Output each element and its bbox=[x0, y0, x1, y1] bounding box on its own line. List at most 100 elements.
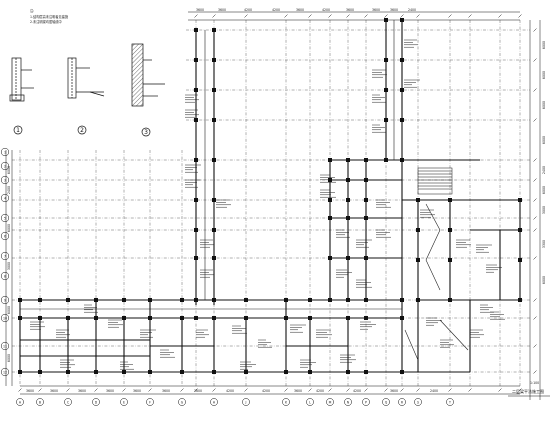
axis-label: 2 bbox=[4, 164, 6, 168]
column bbox=[364, 370, 368, 374]
dim-tick bbox=[533, 216, 537, 220]
dimension-value: 3600 bbox=[78, 389, 86, 393]
axis-label: J bbox=[245, 400, 247, 404]
column bbox=[346, 316, 350, 320]
column bbox=[400, 316, 404, 320]
column bbox=[194, 298, 198, 302]
dimension-value: 2400 bbox=[430, 389, 438, 393]
column bbox=[448, 198, 452, 202]
scale-note: 1:100 bbox=[530, 381, 539, 385]
dimension-value: 6000 bbox=[542, 186, 546, 194]
axis-bubble bbox=[178, 398, 186, 406]
column bbox=[212, 228, 216, 232]
column bbox=[308, 370, 312, 374]
dim-tick bbox=[212, 14, 216, 18]
svg-text:1.结构层高未注明者见建施: 1.结构层高未注明者见建施 bbox=[30, 14, 69, 19]
axis-bubble bbox=[0, 271, 10, 281]
dim-tick bbox=[94, 388, 98, 392]
dimension-value: 3600 bbox=[294, 389, 302, 393]
axis-label: 3 bbox=[4, 178, 6, 182]
column bbox=[212, 118, 216, 122]
column bbox=[384, 158, 388, 162]
dim-tick bbox=[180, 388, 184, 392]
column bbox=[148, 298, 152, 302]
dim-tick bbox=[400, 388, 404, 392]
column bbox=[38, 298, 42, 302]
column bbox=[244, 298, 248, 302]
dim-tick bbox=[364, 388, 368, 392]
column bbox=[194, 28, 198, 32]
dim-tick bbox=[468, 14, 472, 18]
dim-tick bbox=[533, 370, 537, 374]
dim-tick bbox=[308, 14, 312, 18]
axis-bubble bbox=[446, 398, 454, 406]
column bbox=[94, 298, 98, 302]
dimension-value: 2400 bbox=[7, 186, 11, 194]
dimension-value: 3600 bbox=[390, 8, 398, 12]
column bbox=[212, 28, 216, 32]
axis-bubble bbox=[414, 398, 422, 406]
column bbox=[364, 256, 368, 260]
dimension-value: 3600 bbox=[296, 8, 304, 12]
dim-tick bbox=[284, 14, 288, 18]
dimension-value: 3000 bbox=[542, 206, 546, 214]
axis-bubble bbox=[0, 193, 10, 203]
dim-tick bbox=[533, 28, 537, 32]
dim-tick bbox=[364, 14, 368, 18]
axis-bubble bbox=[398, 398, 406, 406]
dim-tick bbox=[328, 14, 332, 18]
column bbox=[416, 198, 420, 202]
axis-label: G bbox=[181, 400, 184, 404]
axis-bubble bbox=[146, 398, 154, 406]
column bbox=[212, 298, 216, 302]
column bbox=[212, 370, 216, 374]
column bbox=[416, 258, 420, 262]
axis-label: L bbox=[309, 400, 311, 404]
axis-label: H bbox=[213, 400, 216, 404]
dimension-value: 6000 bbox=[542, 71, 546, 79]
dim-tick bbox=[400, 14, 404, 18]
dimension-value: 4200 bbox=[226, 389, 234, 393]
dimension-value: 4200 bbox=[262, 389, 270, 393]
columns bbox=[18, 18, 522, 374]
column bbox=[308, 316, 312, 320]
axis-bubble bbox=[0, 147, 10, 157]
column bbox=[38, 316, 42, 320]
column bbox=[212, 198, 216, 202]
dimension-value: 3600 bbox=[390, 389, 398, 393]
dimension-value: 3600 bbox=[346, 8, 354, 12]
dimension-value: 3000 bbox=[7, 262, 11, 270]
detail-label-1: 1 bbox=[16, 127, 20, 134]
column bbox=[212, 88, 216, 92]
dimension-value: 6000 bbox=[7, 306, 11, 314]
axis-label: 10 bbox=[3, 316, 7, 320]
dimension-value: 6000 bbox=[542, 101, 546, 109]
axis-grid bbox=[12, 20, 530, 386]
axis-label: 9 bbox=[4, 298, 6, 302]
dim-tick bbox=[533, 316, 537, 320]
column bbox=[448, 298, 452, 302]
detail-labels: 1 2 3 bbox=[16, 127, 148, 136]
dim-tick bbox=[533, 298, 537, 302]
dimension-value: 4200 bbox=[272, 8, 280, 12]
dimension-value: 6000 bbox=[542, 136, 546, 144]
dim-tick bbox=[533, 198, 537, 202]
dimension-value: 3600 bbox=[50, 389, 58, 393]
column bbox=[284, 370, 288, 374]
secondary-beams bbox=[20, 20, 469, 361]
column bbox=[346, 198, 350, 202]
column bbox=[94, 370, 98, 374]
column bbox=[180, 298, 184, 302]
column bbox=[364, 198, 368, 202]
axis-label: M bbox=[329, 400, 332, 404]
column bbox=[384, 118, 388, 122]
axis-bubble bbox=[0, 367, 10, 377]
column bbox=[346, 216, 350, 220]
svg-text:2.未注明梁均居轴线中: 2.未注明梁均居轴线中 bbox=[30, 19, 62, 24]
detail-label-3: 3 bbox=[144, 129, 148, 136]
dimension-value: 4200 bbox=[316, 389, 324, 393]
dim-tick bbox=[328, 388, 332, 392]
